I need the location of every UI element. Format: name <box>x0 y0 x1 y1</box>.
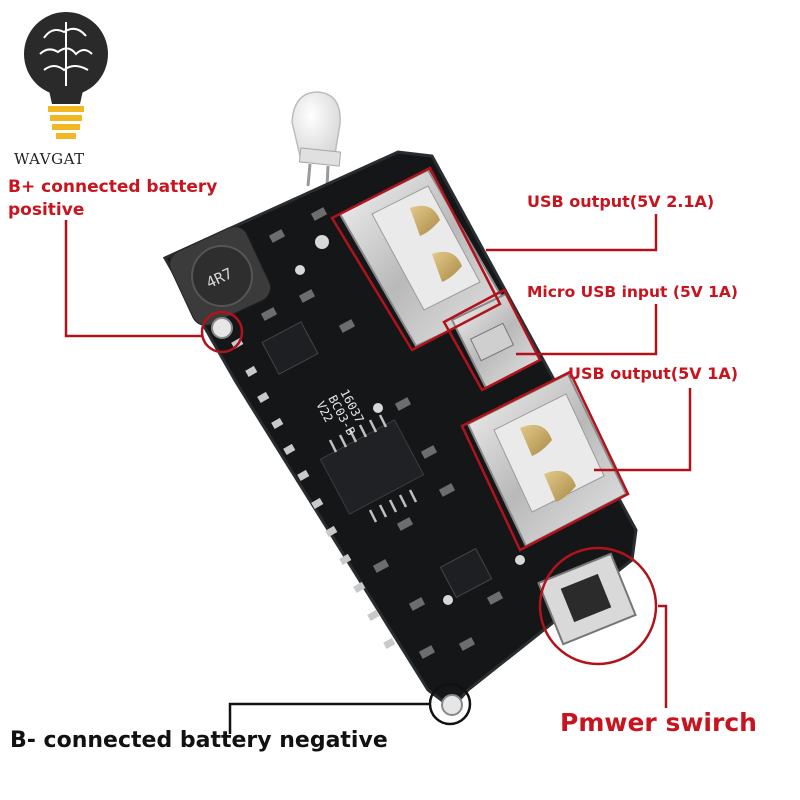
lightbulb-brain-logo-icon <box>24 12 108 139</box>
power-switch-circle <box>538 546 658 666</box>
usb-high-leader <box>486 214 658 252</box>
mounting-hole-negative <box>441 694 463 716</box>
micro-usb-leader <box>516 304 658 356</box>
battery-positive-leader <box>64 220 202 338</box>
annotation-outlines <box>200 166 658 666</box>
usb-output-high-label: USB output(5V 2.1A) <box>527 192 715 211</box>
usb-low-leader <box>594 388 692 472</box>
micro-usb-input-label: Micro USB input (5V 1A) <box>527 283 738 301</box>
brand-name: WAVGAT <box>14 150 85 168</box>
usb-low-outline <box>460 370 630 552</box>
inductor: 4R7 <box>169 226 271 326</box>
power-switch <box>537 552 637 646</box>
leader-lines <box>64 214 692 708</box>
usb-output-low-label: USB output(5V 1A) <box>568 364 739 383</box>
battery-positive-circle <box>200 310 244 354</box>
micro-usb-outline <box>442 288 542 392</box>
ic-chip <box>319 414 425 523</box>
battery-positive-label: B+ connected battery positive <box>8 177 218 220</box>
usb-high-outline <box>330 166 502 352</box>
power-switch-label: Pmwer swirch <box>560 708 757 737</box>
battery-negative-label: B- connected battery negative <box>10 728 388 753</box>
usb-port-low <box>466 372 628 548</box>
led-component <box>291 91 342 189</box>
pcb-board: 16037 BC03-B V22 <box>162 150 638 711</box>
battery-negative-leader <box>228 702 430 734</box>
mounting-hole-positive <box>211 317 233 339</box>
power-switch-leader <box>658 604 668 708</box>
